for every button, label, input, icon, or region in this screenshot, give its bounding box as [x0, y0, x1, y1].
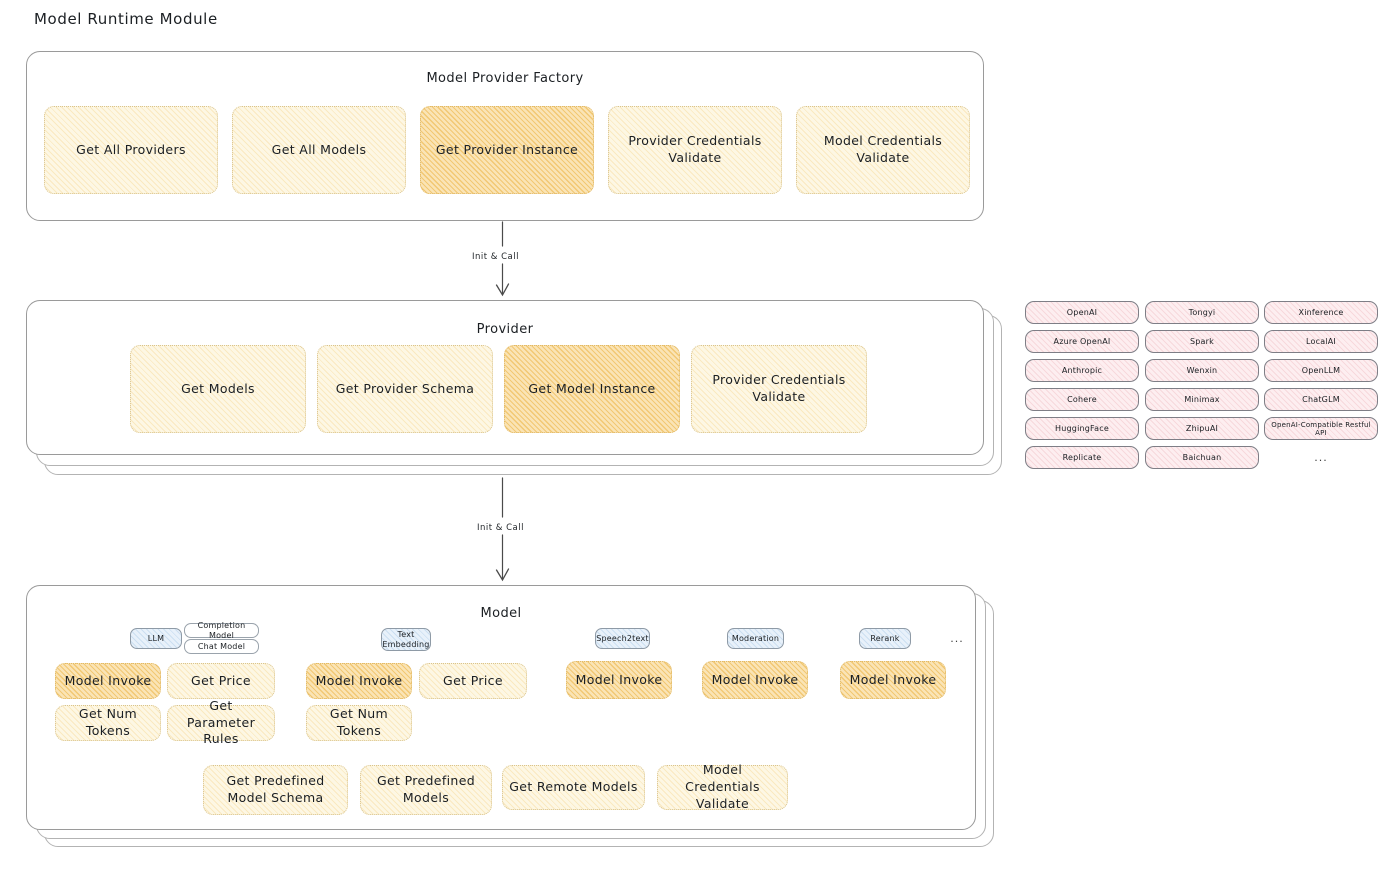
model-card-text-embedding-model-invoke[interactable]: Model Invoke — [306, 663, 412, 699]
provider-pill-anthropic[interactable]: Anthropic — [1025, 359, 1139, 382]
model-card-llm-get-parameter-rules[interactable]: Get Parameter Rules — [167, 698, 275, 746]
model-card-text-embedding-get-price[interactable]: Get Price — [419, 663, 527, 699]
provider-pill-chatglm[interactable]: ChatGLM — [1264, 388, 1378, 411]
provider-card-get-models[interactable]: Get Models — [130, 345, 306, 433]
provider-pill-zhipuai[interactable]: ZhipuAI — [1145, 417, 1259, 440]
provider-pill-xinference[interactable]: Xinference — [1264, 301, 1378, 324]
model-card-get-predefined-models[interactable]: Get Predefined Models — [360, 765, 492, 815]
provider-pill-cohere[interactable]: Cohere — [1025, 388, 1139, 411]
provider-list-more: ... — [1314, 451, 1328, 464]
provider-pill-localai[interactable]: LocalAI — [1264, 330, 1378, 353]
provider-pill-tongyi[interactable]: Tongyi — [1145, 301, 1259, 324]
model-card-speech2text-model-invoke[interactable]: Model Invoke — [566, 661, 672, 699]
model-type-pill-llm[interactable]: LLM — [130, 628, 182, 649]
connector-label-init-call-2: Init & Call — [477, 523, 524, 533]
page-title: Model Runtime Module — [34, 10, 218, 28]
model-title: Model — [480, 606, 522, 621]
connector-label-init-call-1: Init & Call — [472, 252, 519, 262]
model-card-model-credentials-validate[interactable]: Model Credentials Validate — [657, 762, 788, 811]
model-type-pill-text-embedding[interactable]: Text Embedding — [381, 628, 431, 651]
factory-card-model-credentials-validate[interactable]: Model Credentials Validate — [796, 106, 970, 194]
model-card-text-embedding-get-num-tokens[interactable]: Get Num Tokens — [306, 705, 412, 741]
provider-card-get-provider-schema[interactable]: Get Provider Schema — [317, 345, 493, 433]
provider-pill-azure-openai[interactable]: Azure OpenAI — [1025, 330, 1139, 353]
provider-pill-replicate[interactable]: Replicate — [1025, 446, 1139, 469]
model-card-get-remote-models[interactable]: Get Remote Models — [502, 765, 645, 810]
factory-card-get-all-models[interactable]: Get All Models — [232, 106, 406, 194]
model-card-llm-model-invoke[interactable]: Model Invoke — [55, 663, 161, 699]
provider-pill-minimax[interactable]: Minimax — [1145, 388, 1259, 411]
model-type-pill-speech2text[interactable]: Speech2text — [595, 628, 650, 649]
provider-title: Provider — [476, 322, 534, 337]
provider-pill-spark[interactable]: Spark — [1145, 330, 1259, 353]
factory-card-get-provider-instance[interactable]: Get Provider Instance — [420, 106, 594, 194]
model-subtype-pill-chat-model[interactable]: Chat Model — [184, 639, 259, 654]
factory-card-provider-credentials-validate[interactable]: Provider Credentials Validate — [608, 106, 782, 194]
model-card-rerank-model-invoke[interactable]: Model Invoke — [840, 661, 946, 699]
factory-title: Model Provider Factory — [426, 71, 584, 86]
provider-pill-openllm[interactable]: OpenLLM — [1264, 359, 1378, 382]
provider-card-provider-credentials-validate[interactable]: Provider Credentials Validate — [691, 345, 867, 433]
provider-pill-openai[interactable]: OpenAI — [1025, 301, 1139, 324]
model-subtype-pill-completion-model[interactable]: Completion Model — [184, 621, 259, 640]
model-card-llm-get-price[interactable]: Get Price — [167, 663, 275, 699]
provider-pill-openai-compatible-restful-api[interactable]: OpenAI-Compatible Restful API — [1264, 417, 1378, 440]
model-card-llm-get-num-tokens[interactable]: Get Num Tokens — [55, 705, 161, 741]
model-card-moderation-model-invoke[interactable]: Model Invoke — [702, 661, 808, 699]
provider-pill-huggingface[interactable]: HuggingFace — [1025, 417, 1139, 440]
model-types-more: ... — [950, 632, 964, 645]
model-type-pill-moderation[interactable]: Moderation — [727, 628, 784, 649]
factory-card-get-all-providers[interactable]: Get All Providers — [44, 106, 218, 194]
provider-card-get-model-instance[interactable]: Get Model Instance — [504, 345, 680, 433]
provider-pill-wenxin[interactable]: Wenxin — [1145, 359, 1259, 382]
provider-pill-baichuan[interactable]: Baichuan — [1145, 446, 1259, 469]
model-type-pill-rerank[interactable]: Rerank — [859, 628, 911, 649]
model-card-get-predefined-model-schema[interactable]: Get Predefined Model Schema — [203, 765, 348, 815]
